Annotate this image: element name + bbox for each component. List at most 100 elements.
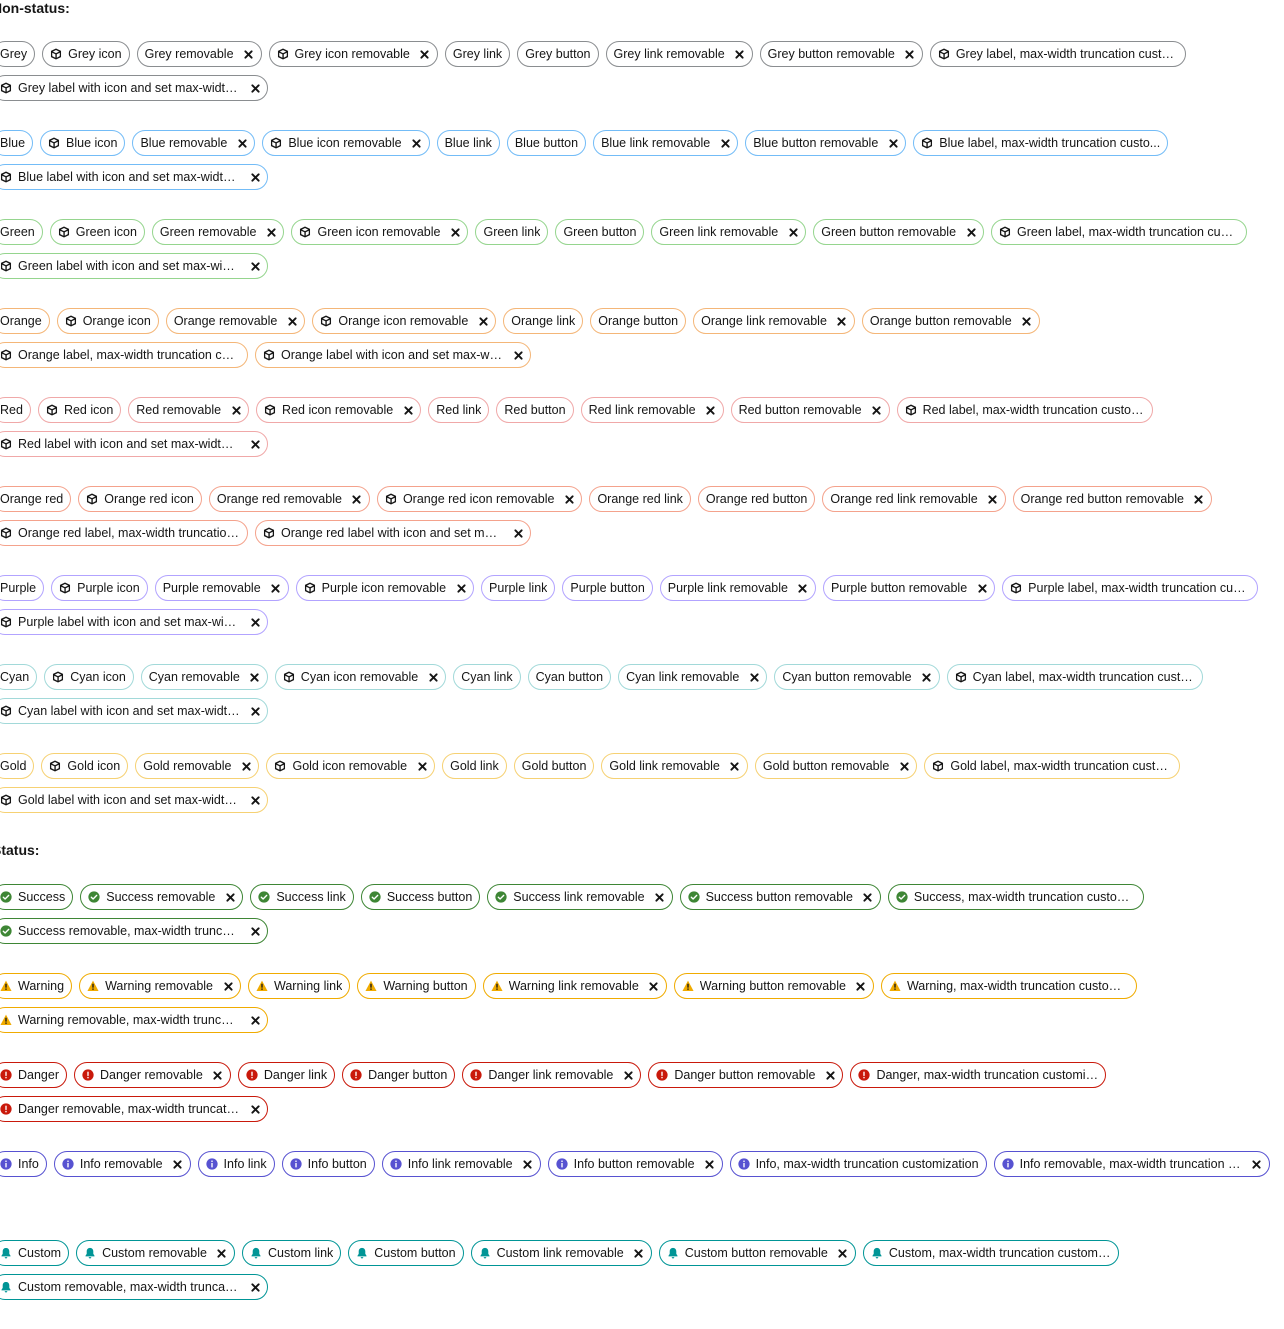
label-gold-link[interactable]: Gold link xyxy=(442,753,507,779)
close-icon[interactable] xyxy=(825,1070,835,1080)
close-icon[interactable] xyxy=(250,172,260,182)
close-icon[interactable] xyxy=(412,138,422,148)
label-warning-button-removable[interactable]: Warning button removable xyxy=(673,973,874,999)
close-icon[interactable] xyxy=(250,795,260,805)
label-custom-link[interactable]: Custom link xyxy=(241,1240,342,1266)
label-warning-link[interactable]: Warning link xyxy=(248,973,351,999)
close-icon[interactable] xyxy=(420,49,430,59)
label-grey-button-removable[interactable]: Grey button removable xyxy=(759,41,923,67)
close-icon[interactable] xyxy=(213,1070,223,1080)
close-icon[interactable] xyxy=(478,316,488,326)
label-danger-button[interactable]: Danger button xyxy=(342,1062,456,1088)
close-icon[interactable] xyxy=(237,138,247,148)
close-icon[interactable] xyxy=(720,138,730,148)
label-green-link[interactable]: Green link xyxy=(475,219,549,245)
label-blue-button-removable[interactable]: Blue button removable xyxy=(745,130,907,156)
close-icon[interactable] xyxy=(706,405,716,415)
label-warning-button[interactable]: Warning button xyxy=(357,973,476,999)
label-success-link-removable[interactable]: Success link removable xyxy=(487,884,673,910)
close-icon[interactable] xyxy=(403,405,413,415)
close-icon[interactable] xyxy=(244,49,254,59)
close-icon[interactable] xyxy=(705,1159,715,1169)
close-icon[interactable] xyxy=(287,316,297,326)
close-icon[interactable] xyxy=(837,316,847,326)
close-icon[interactable] xyxy=(250,83,260,93)
close-icon[interactable] xyxy=(250,1282,260,1292)
label-gold-button[interactable]: Gold button xyxy=(513,753,595,779)
close-icon[interactable] xyxy=(735,49,745,59)
label-blue-button[interactable]: Blue button xyxy=(506,130,587,156)
label-green-button[interactable]: Green button xyxy=(555,219,645,245)
label-success-button[interactable]: Success button xyxy=(360,884,481,910)
label-grey-link-removable[interactable]: Grey link removable xyxy=(605,41,753,67)
close-icon[interactable] xyxy=(905,49,915,59)
close-icon[interactable] xyxy=(173,1159,183,1169)
label-success-link[interactable]: Success link xyxy=(250,884,354,910)
close-icon[interactable] xyxy=(417,761,427,771)
close-icon[interactable] xyxy=(266,227,276,237)
close-icon[interactable] xyxy=(649,981,659,991)
label-gold-link-removable[interactable]: Gold link removable xyxy=(601,753,748,779)
close-icon[interactable] xyxy=(1252,1159,1262,1169)
label-red-link[interactable]: Red link xyxy=(428,397,490,423)
label-orange-link-removable[interactable]: Orange link removable xyxy=(693,308,855,334)
label-success-button-removable[interactable]: Success button removable xyxy=(679,884,881,910)
close-icon[interactable] xyxy=(250,706,260,716)
label-purple-link-removable[interactable]: Purple link removable xyxy=(659,575,816,601)
close-icon[interactable] xyxy=(250,1104,260,1114)
close-icon[interactable] xyxy=(1194,494,1204,504)
label-purple-button-removable[interactable]: Purple button removable xyxy=(822,575,996,601)
close-icon[interactable] xyxy=(838,1248,848,1258)
close-icon[interactable] xyxy=(863,892,873,902)
label-info-button-removable[interactable]: Info button removable xyxy=(547,1151,723,1177)
label-warning-link-removable[interactable]: Warning link removable xyxy=(482,973,667,999)
label-red-link-removable[interactable]: Red link removable xyxy=(580,397,724,423)
close-icon[interactable] xyxy=(788,227,798,237)
label-info-link-removable[interactable]: Info link removable xyxy=(381,1151,541,1177)
close-icon[interactable] xyxy=(564,494,574,504)
close-icon[interactable] xyxy=(523,1159,533,1169)
close-icon[interactable] xyxy=(988,494,998,504)
close-icon[interactable] xyxy=(250,672,260,682)
label-orange-link[interactable]: Orange link xyxy=(503,308,584,334)
close-icon[interactable] xyxy=(977,583,987,593)
close-icon[interactable] xyxy=(888,138,898,148)
close-icon[interactable] xyxy=(250,617,260,627)
label-orange-red-link[interactable]: Orange red link xyxy=(589,486,691,512)
label-info-button[interactable]: Info button xyxy=(281,1151,375,1177)
close-icon[interactable] xyxy=(922,672,932,682)
close-icon[interactable] xyxy=(217,1248,227,1258)
close-icon[interactable] xyxy=(271,583,281,593)
close-icon[interactable] xyxy=(1022,316,1032,326)
close-icon[interactable] xyxy=(450,227,460,237)
close-icon[interactable] xyxy=(231,405,241,415)
label-custom-link-removable[interactable]: Custom link removable xyxy=(470,1240,652,1266)
label-orange-button-removable[interactable]: Orange button removable xyxy=(861,308,1040,334)
close-icon[interactable] xyxy=(513,528,523,538)
label-blue-link[interactable]: Blue link xyxy=(436,130,500,156)
label-green-link-removable[interactable]: Green link removable xyxy=(651,219,807,245)
label-danger-link[interactable]: Danger link xyxy=(237,1062,336,1088)
label-gold-button-removable[interactable]: Gold button removable xyxy=(754,753,918,779)
label-red-button-removable[interactable]: Red button removable xyxy=(730,397,890,423)
close-icon[interactable] xyxy=(655,892,665,902)
label-danger-button-removable[interactable]: Danger button removable xyxy=(648,1062,844,1088)
close-icon[interactable] xyxy=(730,761,740,771)
label-green-button-removable[interactable]: Green button removable xyxy=(813,219,985,245)
label-orange-red-button-removable[interactable]: Orange red button removable xyxy=(1012,486,1212,512)
close-icon[interactable] xyxy=(872,405,882,415)
label-grey-link[interactable]: Grey link xyxy=(444,41,511,67)
close-icon[interactable] xyxy=(798,583,808,593)
close-icon[interactable] xyxy=(223,981,233,991)
close-icon[interactable] xyxy=(456,583,466,593)
label-cyan-button-removable[interactable]: Cyan button removable xyxy=(774,664,940,690)
label-blue-link-removable[interactable]: Blue link removable xyxy=(593,130,739,156)
label-custom-button-removable[interactable]: Custom button removable xyxy=(658,1240,856,1266)
label-grey-button[interactable]: Grey button xyxy=(517,41,599,67)
close-icon[interactable] xyxy=(250,926,260,936)
close-icon[interactable] xyxy=(250,261,260,271)
close-icon[interactable] xyxy=(513,350,523,360)
label-cyan-button[interactable]: Cyan button xyxy=(527,664,612,690)
close-icon[interactable] xyxy=(623,1070,633,1080)
label-info-link[interactable]: Info link xyxy=(197,1151,275,1177)
